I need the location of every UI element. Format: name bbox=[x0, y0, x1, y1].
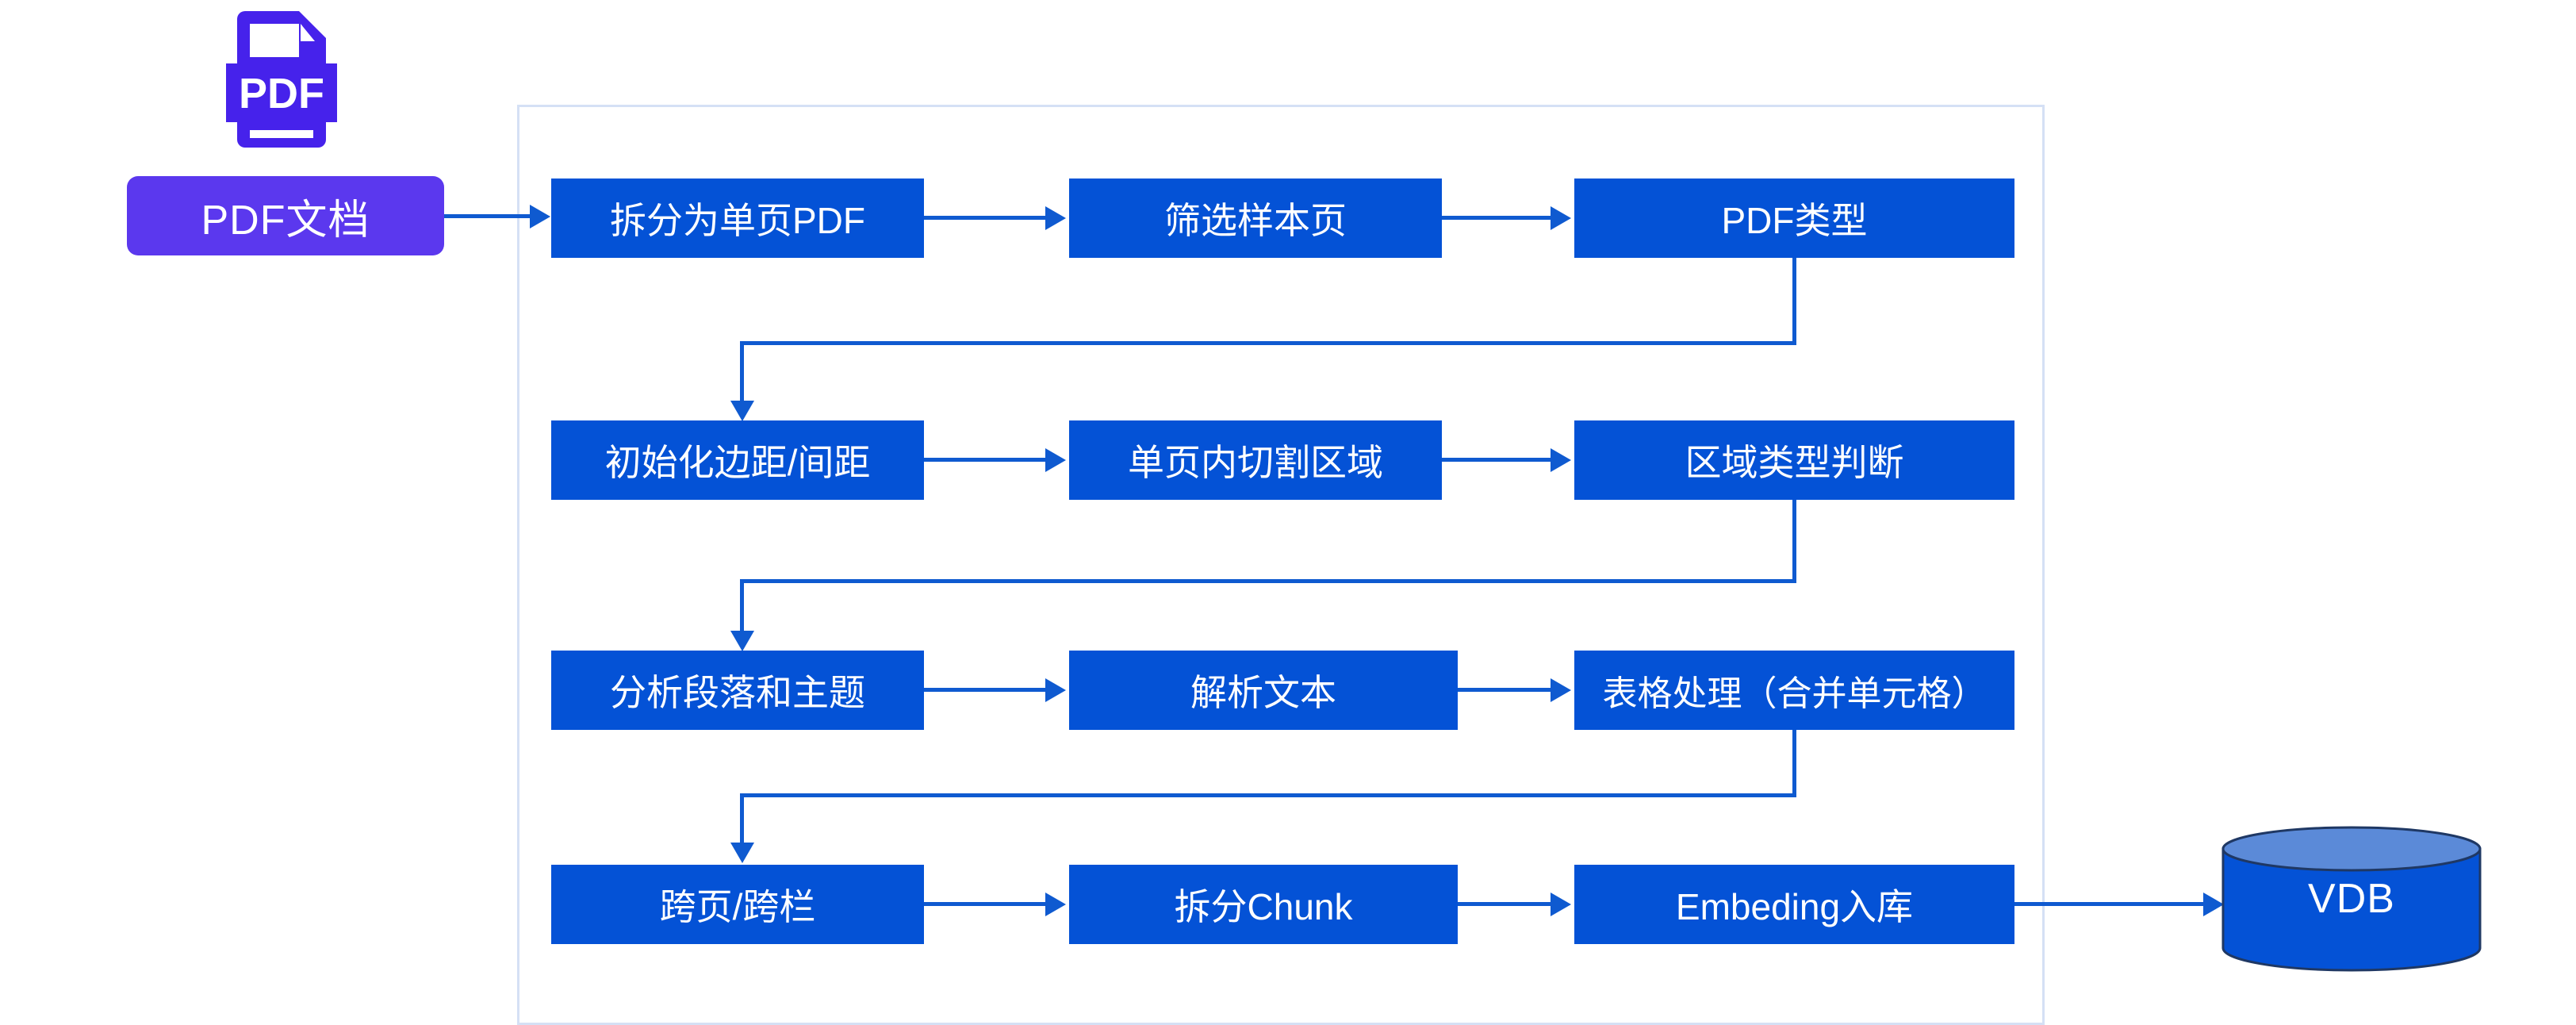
arrowhead-r1c2-to-r1c3 bbox=[1551, 206, 1571, 230]
node-r2c1-label: 初始化边距/间距 bbox=[604, 442, 871, 483]
connector-start-to-r1c1 bbox=[444, 214, 531, 218]
arrowhead-r1c1-to-r1c2 bbox=[1045, 206, 1066, 230]
start-node-pdf-document[interactable]: PDF文档 bbox=[127, 176, 444, 255]
node-r3c2[interactable]: 解析文本 bbox=[1069, 651, 1458, 730]
node-r2c3[interactable]: 区域类型判断 bbox=[1574, 420, 2014, 500]
pdf-file-icon: PDF bbox=[226, 11, 337, 148]
node-r1c3-label: PDF类型 bbox=[1721, 200, 1868, 241]
connector-r1-to-r2-horizontal bbox=[740, 341, 1795, 345]
connector-r4c1-down bbox=[740, 793, 744, 845]
connector-r1c2-to-r1c3 bbox=[1442, 216, 1553, 220]
node-r1c1-label: 拆分为单页PDF bbox=[610, 200, 865, 241]
node-r1c3[interactable]: PDF类型 bbox=[1574, 179, 2014, 258]
node-r2c1[interactable]: 初始化边距/间距 bbox=[551, 420, 924, 500]
connector-r4c1-to-r4c2 bbox=[924, 902, 1047, 906]
node-r4c1[interactable]: 跨页/跨栏 bbox=[551, 865, 924, 944]
connector-r4c2-to-r4c3 bbox=[1458, 902, 1553, 906]
connector-r2c1-to-r2c2 bbox=[924, 458, 1047, 462]
node-r2c3-label: 区域类型判断 bbox=[1685, 442, 1904, 483]
node-r3c1[interactable]: 分析段落和主题 bbox=[551, 651, 924, 730]
node-r3c3[interactable]: 表格处理（合并单元格） bbox=[1574, 651, 2014, 730]
arrowhead-r2c1-to-r2c2 bbox=[1045, 448, 1066, 472]
end-node-vdb[interactable]: VDB bbox=[2221, 825, 2482, 972]
arrowhead-r3-to-r4 bbox=[730, 843, 754, 863]
svg-text:PDF: PDF bbox=[239, 70, 324, 117]
node-r4c1-label: 跨页/跨栏 bbox=[659, 886, 816, 927]
connector-r3c1-to-r3c2 bbox=[924, 688, 1047, 692]
node-r2c2[interactable]: 单页内切割区域 bbox=[1069, 420, 1442, 500]
connector-r1c3-down bbox=[1792, 258, 1796, 345]
arrowhead-start-to-r1c1 bbox=[530, 205, 550, 228]
node-r4c3-label: Embeding入库 bbox=[1675, 886, 1914, 927]
node-r1c2[interactable]: 筛选样本页 bbox=[1069, 179, 1442, 258]
start-node-label: PDF文档 bbox=[201, 197, 370, 244]
arrowhead-r2c2-to-r2c3 bbox=[1551, 448, 1571, 472]
node-r2c2-label: 单页内切割区域 bbox=[1128, 442, 1383, 483]
connector-r3-to-r4-horizontal bbox=[740, 793, 1795, 797]
arrowhead-r4c3-to-vdb bbox=[2203, 893, 2224, 916]
arrowhead-r2-to-r3 bbox=[730, 631, 754, 651]
arrowhead-r3c2-to-r3c3 bbox=[1551, 678, 1571, 702]
arrowhead-r4c2-to-r4c3 bbox=[1551, 893, 1571, 916]
node-r1c2-label: 筛选样本页 bbox=[1164, 200, 1347, 241]
arrowhead-r3c1-to-r3c2 bbox=[1045, 678, 1066, 702]
arrowhead-r1-to-r2 bbox=[730, 401, 754, 421]
arrowhead-r4c1-to-r4c2 bbox=[1045, 893, 1066, 916]
node-r3c1-label: 分析段落和主题 bbox=[610, 672, 865, 713]
connector-r3c2-to-r3c3 bbox=[1458, 688, 1553, 692]
connector-r2c3-down bbox=[1792, 500, 1796, 583]
node-r4c2[interactable]: 拆分Chunk bbox=[1069, 865, 1458, 944]
node-r3c3-label: 表格处理（合并单元格） bbox=[1602, 674, 1987, 713]
connector-r3c3-down bbox=[1792, 730, 1796, 797]
connector-r2c1-down bbox=[740, 341, 744, 405]
node-r4c2-label: 拆分Chunk bbox=[1174, 886, 1353, 927]
connector-r2-to-r3-horizontal bbox=[740, 579, 1795, 583]
connector-r2c2-to-r2c3 bbox=[1442, 458, 1553, 462]
node-r3c2-label: 解析文本 bbox=[1190, 672, 1336, 713]
connector-r4c3-to-vdb bbox=[2014, 902, 2205, 906]
connector-r3c1-down bbox=[740, 579, 744, 635]
node-r1c1[interactable]: 拆分为单页PDF bbox=[551, 179, 924, 258]
connector-r1c1-to-r1c2 bbox=[924, 216, 1047, 220]
node-r4c3[interactable]: Embeding入库 bbox=[1574, 865, 2014, 944]
